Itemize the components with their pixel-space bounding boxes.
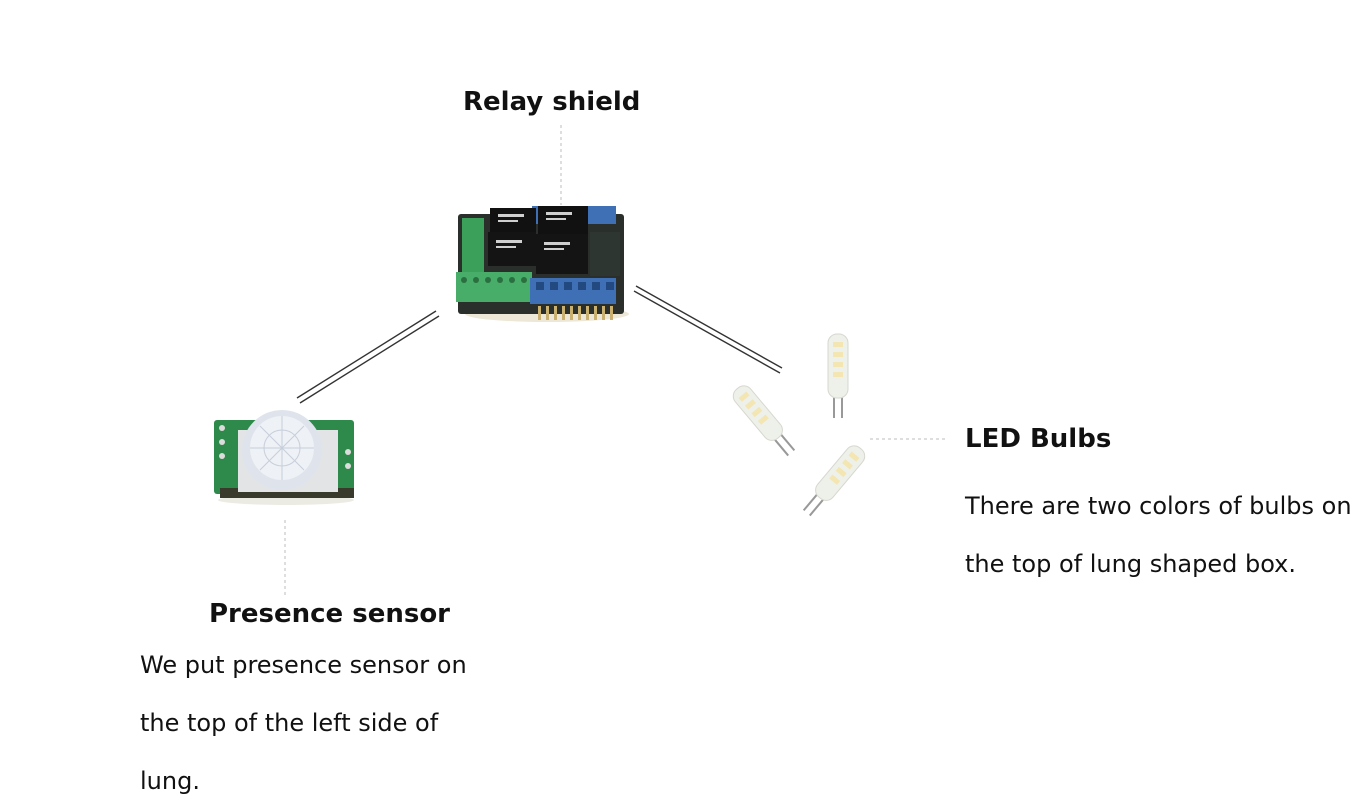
relay-bulbs-connector <box>633 285 783 374</box>
led-bulbs-description: There are two colors of bulbs on the top… <box>965 477 1352 593</box>
bulb-left <box>732 385 796 457</box>
presence-sensor-desc-line: the top of the left side of <box>140 709 439 737</box>
relay-shield-title: Relay shield <box>463 87 641 117</box>
led-bulbs-image <box>732 333 866 517</box>
sensor-relay-connector <box>296 310 440 404</box>
led-bulbs-desc-line: There are two colors of bulbs on <box>965 492 1352 520</box>
led-bulbs-title: LED Bulbs <box>965 424 1112 454</box>
bulb-top <box>827 333 849 418</box>
led-bulbs-desc-line: the top of lung shaped box. <box>965 550 1296 578</box>
presence-sensor-desc-line: We put presence sensor on <box>140 651 467 679</box>
bulb-bottom <box>802 445 866 517</box>
presence-sensor-title: Presence sensor <box>209 599 451 629</box>
presence-sensor-desc-line: lung. <box>140 767 200 795</box>
presence-sensor-image <box>214 410 354 505</box>
presence-sensor-description: We put presence sensor on the top of the… <box>140 636 467 810</box>
relay-shield-image <box>456 206 629 322</box>
